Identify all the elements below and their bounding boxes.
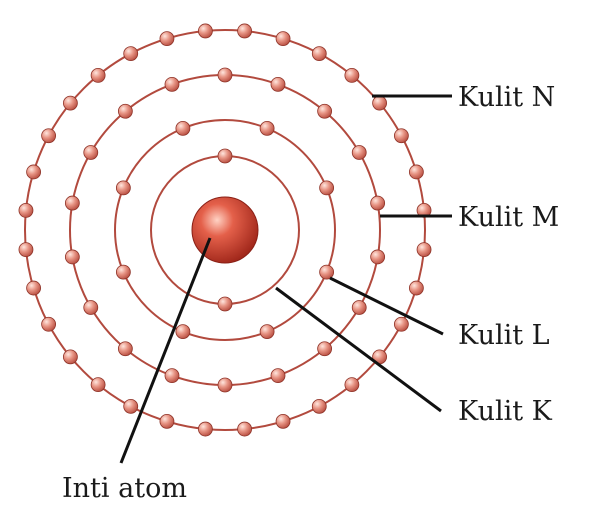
electron-shell-n	[90, 68, 106, 83]
electron-shell-m	[217, 377, 233, 393]
electron-shell-m	[270, 76, 286, 92]
electron-shell-m	[117, 341, 133, 357]
electron-shell-k	[217, 296, 233, 312]
electron-shell-n	[408, 280, 424, 296]
electron-shell-m	[317, 103, 333, 119]
electron-shell-n	[311, 398, 327, 414]
electron-shell-n	[123, 398, 139, 414]
electron-shell-m	[317, 341, 333, 357]
electron-shell-n	[90, 377, 106, 393]
electron-shell-l	[319, 180, 335, 196]
electron-shell-m	[83, 300, 99, 315]
electron-shell-n	[159, 31, 175, 47]
electron-shell-l	[259, 324, 275, 340]
electron-shell-l	[259, 120, 275, 136]
electrons	[18, 23, 432, 437]
electron-shell-n	[408, 164, 424, 180]
electron-shell-n	[26, 164, 42, 180]
electron-shell-m	[351, 300, 367, 315]
electron-shell-m	[64, 195, 80, 211]
electron-shell-n	[372, 95, 388, 111]
leader-lines	[119, 94, 452, 464]
electron-shell-m	[164, 76, 180, 92]
label-shell-n: Kulit N	[458, 82, 555, 113]
nucleus	[191, 196, 259, 264]
electron-shell-n	[123, 46, 139, 62]
electron-shell-n	[344, 68, 360, 83]
electron-shell-m	[270, 368, 286, 384]
label-shell-l: Kulit L	[458, 320, 550, 351]
electron-shell-m	[117, 103, 133, 119]
electron-shell-n	[311, 46, 327, 62]
electron-shell-n	[197, 421, 213, 437]
electron-shell-m	[83, 145, 99, 160]
electron-shell-n	[41, 128, 57, 144]
electron-shell-m	[64, 249, 80, 265]
electron-shell-n	[237, 421, 253, 437]
electron-shell-n	[63, 349, 78, 365]
electron-shell-n	[393, 128, 409, 144]
electron-shell-m	[217, 67, 233, 83]
electron-shell-n	[275, 31, 291, 47]
electron-shell-n	[197, 23, 213, 39]
leader-line-nucleus	[119, 237, 212, 464]
label-nucleus: Inti atom	[62, 473, 187, 504]
label-shell-k: Kulit K	[458, 396, 553, 427]
electron-shell-n	[416, 242, 432, 258]
electron-shell-k	[217, 148, 233, 164]
electron-shell-l	[115, 264, 131, 280]
electron-shell-n	[63, 95, 78, 111]
electron-shell-n	[41, 316, 57, 332]
electron-shell-n	[344, 377, 360, 393]
electron-shell-n	[18, 202, 34, 218]
electron-shell-n	[159, 413, 175, 429]
electron-shell-l	[175, 324, 191, 340]
electron-shell-m	[164, 368, 180, 384]
electron-shell-l	[115, 180, 131, 196]
shell-n-orbit	[24, 29, 426, 431]
electron-shell-n	[18, 242, 34, 258]
label-shell-m: Kulit M	[458, 202, 559, 233]
shell-l-orbit	[114, 119, 336, 341]
electron-shell-n	[26, 280, 42, 296]
electron-shell-n	[237, 23, 253, 39]
electron-shell-m	[370, 195, 386, 211]
electron-shell-n	[393, 316, 409, 332]
electron-shell-m	[351, 145, 367, 160]
electron-shell-l	[319, 264, 335, 280]
leader-line-k	[275, 286, 442, 413]
leader-line-l	[329, 276, 444, 336]
electron-shell-n	[275, 413, 291, 429]
electron-shell-l	[175, 120, 191, 136]
electron-shell-m	[370, 249, 386, 265]
